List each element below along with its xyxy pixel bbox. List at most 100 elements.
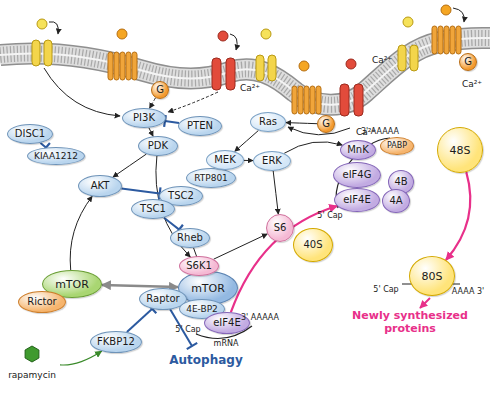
node-label: TSC1 (140, 204, 166, 214)
protein-node: PTEN (178, 116, 222, 136)
connector-line (102, 285, 178, 287)
node-label: KIAA1212 (34, 152, 78, 161)
binding-arrow (49, 22, 58, 34)
signal-arrow (273, 171, 278, 214)
inhibition-link (164, 115, 179, 127)
annotation-text: AAAA 3' (452, 287, 484, 296)
membrane-core (0, 38, 490, 105)
protein-node: DISC1 (7, 124, 53, 144)
protein-node: S6 (266, 214, 294, 242)
node-label: ERK (262, 156, 282, 166)
protein-node: eIF4E (334, 188, 380, 212)
binding-arrow (453, 8, 464, 22)
signal-arrow (286, 123, 317, 124)
receptor-helix (114, 52, 119, 80)
annotation-text: Ca²⁺ (240, 83, 260, 93)
ion-channel (32, 40, 40, 66)
signal-arrow (235, 131, 259, 152)
ligand-dot (261, 29, 271, 39)
node-label: TSC2 (168, 191, 194, 201)
node-label: rapamycin (8, 371, 56, 380)
connector-line (231, 206, 337, 312)
connector-line (70, 196, 92, 270)
node-label: MnK (347, 145, 369, 155)
calcium-channel (354, 84, 363, 116)
node-label: mTOR (191, 283, 225, 294)
protein-node: 4A (382, 189, 410, 213)
node-label: 4E-BP2 (186, 305, 218, 314)
annotation-text: 5' Cap (373, 285, 398, 294)
ligand-dot (218, 31, 228, 41)
protein-node: PABP (380, 137, 414, 155)
protein-node: 40S (293, 228, 333, 262)
ligand-dot (37, 19, 47, 29)
signal-arrow (231, 206, 337, 312)
signal-arrow (284, 142, 342, 153)
receptor-helix (304, 86, 309, 114)
connector-line (273, 171, 278, 214)
membrane-fill (0, 38, 490, 105)
node-label: mTOR (55, 279, 89, 290)
node-label: G (156, 85, 164, 95)
annotation-text: Ca²⁺ (372, 55, 392, 65)
inhibition-link (121, 187, 160, 199)
node-label: Ras (259, 117, 277, 127)
node-label: Rheb (177, 233, 203, 243)
ion-channel (256, 55, 264, 81)
node-label: eIF4G (343, 170, 372, 180)
signal-arrow (168, 92, 218, 112)
connector-line (286, 123, 317, 124)
node-label: PDK (148, 141, 168, 151)
node-label: 40S (303, 240, 322, 250)
ion-channel (398, 45, 406, 71)
connector-line (165, 121, 179, 123)
drug-node: rapamycin (4, 344, 60, 380)
node-label: S6K1 (186, 261, 212, 271)
connector-line (113, 154, 146, 177)
calcium-channel (340, 84, 349, 116)
connector-line (164, 218, 179, 230)
node-label: G (464, 57, 472, 67)
protein-node: AKT (78, 175, 122, 197)
annotation-text: 3' AAAAA (241, 313, 279, 322)
annotation-text: mRNA (214, 339, 239, 348)
connector-line (121, 189, 159, 194)
node-label: 4B (394, 177, 407, 187)
protein-node: Rheb (170, 228, 210, 248)
receptor-helix (108, 52, 113, 80)
protein-node: RTP801 (186, 168, 236, 188)
protein-node: G (459, 53, 477, 71)
protein-node: MEK (206, 150, 244, 170)
ligand-dot (117, 29, 127, 39)
node-label: eIF4E (213, 318, 241, 328)
translation-arrow (420, 298, 430, 308)
signal-arrow (44, 68, 120, 116)
receptor-helix (292, 86, 297, 114)
node-label: 48S (450, 145, 471, 156)
receptor-helix (132, 52, 137, 80)
connector-line (446, 172, 470, 260)
receptor-helix (298, 86, 303, 114)
receptor-helix (450, 26, 455, 54)
calcium-channel (226, 58, 235, 90)
signal-arrow (244, 160, 253, 161)
node-label: MEK (214, 155, 236, 165)
node-label: PABP (387, 142, 407, 150)
connector-line (60, 351, 102, 365)
receptor-helix (120, 52, 125, 80)
signal-arrow (70, 196, 92, 270)
node-label: eIF4E (343, 195, 371, 205)
connector-line (235, 131, 259, 152)
protein-node: KIAA1212 (27, 147, 85, 165)
node-label: AKT (91, 181, 110, 191)
protein-node: 80S (409, 256, 455, 296)
lipid-texture (0, 38, 490, 105)
protein-node: Rictor (18, 291, 66, 313)
ligand-dot (441, 5, 451, 15)
protein-node: FKBP12 (90, 331, 142, 353)
ligand-dot (299, 61, 309, 71)
binding-arrow (230, 34, 237, 50)
node-label: Raptor (146, 294, 179, 304)
